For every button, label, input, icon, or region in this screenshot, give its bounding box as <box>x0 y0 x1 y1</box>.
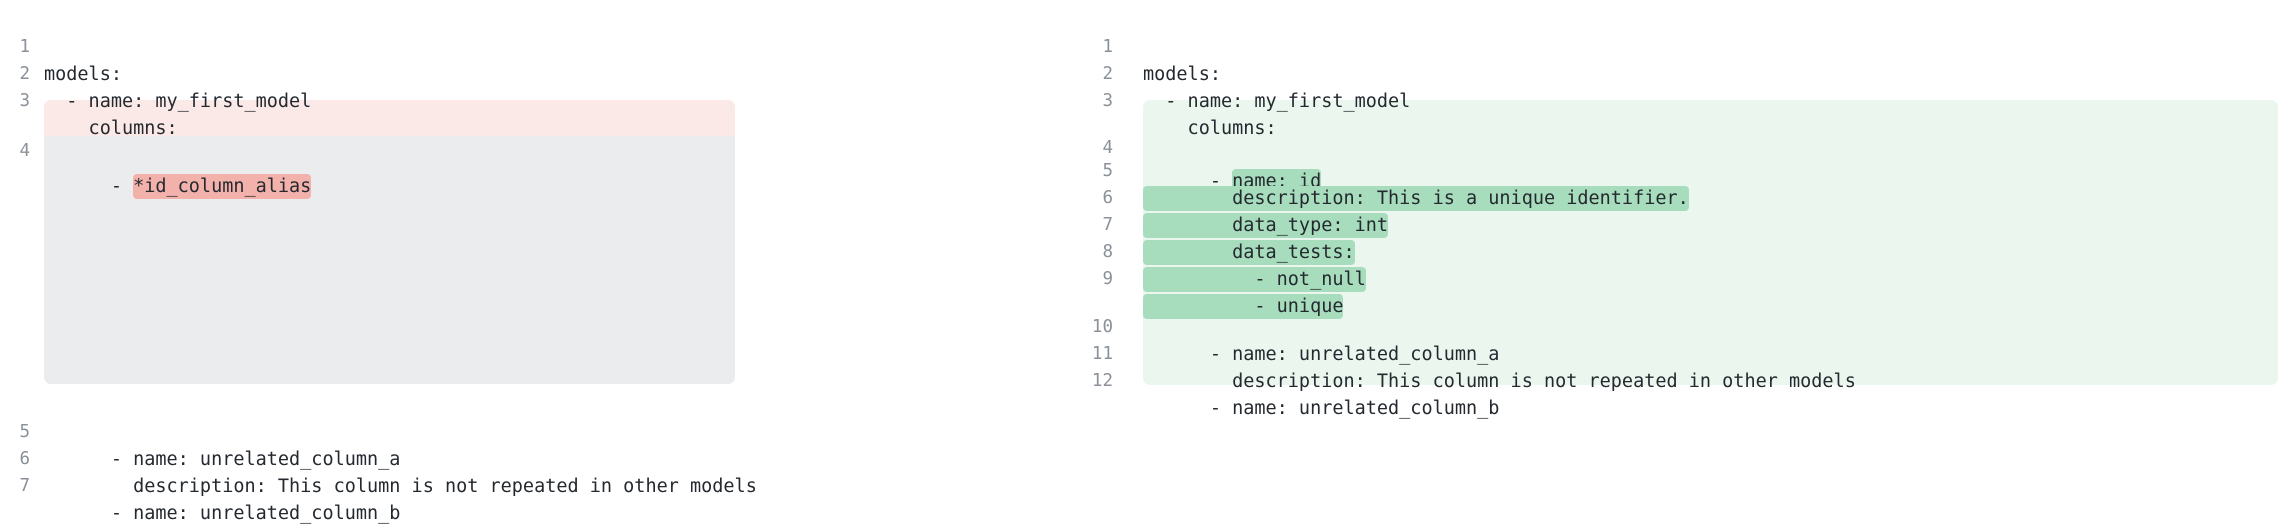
code-line[interactable]: 3 columns: <box>0 61 760 139</box>
line-number: 6 <box>19 449 30 469</box>
line-text: models: <box>1143 64 1221 85</box>
code-line[interactable]: 6 description: This column is not repeat… <box>0 419 760 497</box>
line-number: 5 <box>1102 161 1113 181</box>
code-lines-before: 1 models: 2 - name: my_first_model 3 col… <box>0 0 760 524</box>
line-text: data_type: int <box>1143 212 1389 239</box>
line-text: - name: unrelated_column_b <box>44 503 401 524</box>
line-text: - not_null <box>1143 266 1366 293</box>
line-number: 1 <box>1102 37 1113 57</box>
added-token: data_tests: <box>1143 240 1355 265</box>
line-text: description: This column is not repeated… <box>1143 371 1856 392</box>
line-number: 2 <box>19 64 30 84</box>
line-number: 4 <box>1102 138 1113 158</box>
removed-block-backdrop <box>44 100 735 136</box>
code-line-added[interactable]: 7 data_tests: <box>1075 185 2278 265</box>
code-line-added[interactable]: 6 data_type: int <box>1075 158 2278 238</box>
line-number: 9 <box>1102 269 1113 289</box>
code-line-added[interactable]: 5 description: This is a unique identifi… <box>1075 131 2278 211</box>
code-line[interactable]: 1 models: <box>1075 7 2278 85</box>
line-text: description: This is a unique identifier… <box>1143 185 1689 212</box>
line-indent-prefix: - <box>44 176 134 197</box>
line-text: columns: <box>1143 118 1277 139</box>
code-lines-after: 1 models: 2 - name: my_first_model 3 col… <box>1075 0 2278 419</box>
line-text: - name: unrelated_column_a <box>1143 344 1500 365</box>
code-line-added[interactable]: 9 - unique <box>1075 239 2278 319</box>
removed-token: *id_column_alias <box>133 174 312 199</box>
code-line-added[interactable]: 8 - not_null <box>1075 212 2278 292</box>
line-text: data_tests: <box>1143 239 1355 266</box>
line-number: 3 <box>1102 91 1113 111</box>
line-number: 6 <box>1102 188 1113 208</box>
code-line-removed[interactable]: 4 - *id_column_alias <box>0 97 760 199</box>
added-token: description: This is a unique identifier… <box>1143 186 1689 211</box>
code-line[interactable]: 3 columns: <box>1075 61 2278 139</box>
line-number: 4 <box>19 141 30 161</box>
code-line[interactable]: 2 - name: my_first_model <box>0 34 760 112</box>
line-text: - name: my_first_model <box>1143 91 1411 112</box>
added-token: data_type: int <box>1143 213 1389 238</box>
diff-panel-after: 1 models: 2 - name: my_first_model 3 col… <box>1075 0 2278 528</box>
line-indent-prefix: - <box>1143 171 1233 192</box>
line-number: 1 <box>19 37 30 57</box>
code-line[interactable]: 2 - name: my_first_model <box>1075 34 2278 112</box>
code-line[interactable]: 11 description: This column is not repea… <box>1075 314 2278 392</box>
line-text: columns: <box>44 118 178 139</box>
code-line[interactable]: 1 models: <box>0 7 760 85</box>
line-text: - unique <box>1143 293 1344 320</box>
code-line[interactable]: 5 - name: unrelated_column_a <box>0 392 760 470</box>
line-text: - name: unrelated_column_b <box>1143 398 1500 419</box>
diff-panel-before: 1 models: 2 - name: my_first_model 3 col… <box>0 0 760 528</box>
line-text: - name: my_first_model <box>44 91 312 112</box>
line-number: 2 <box>1102 64 1113 84</box>
line-number: 3 <box>19 91 30 111</box>
code-line[interactable]: 12 - name: unrelated_column_b <box>1075 341 2278 419</box>
line-text: - *id_column_alias <box>44 169 312 205</box>
line-text: - name: unrelated_column_a <box>44 449 401 470</box>
line-number: 12 <box>1091 371 1113 391</box>
code-line[interactable]: 7 - name: unrelated_column_b <box>0 446 760 524</box>
line-number: 11 <box>1091 344 1113 364</box>
added-token: - not_null <box>1143 267 1366 292</box>
added-token: - unique <box>1143 294 1344 319</box>
line-number: 10 <box>1091 317 1113 337</box>
line-number: 7 <box>19 476 30 496</box>
line-number: 5 <box>19 422 30 442</box>
line-text: models: <box>44 64 122 85</box>
line-number: 8 <box>1102 242 1113 262</box>
line-number: 7 <box>1102 215 1113 235</box>
line-text: description: This column is not repeated… <box>44 476 757 497</box>
code-line[interactable]: 10 - name: unrelated_column_a <box>1075 287 2278 365</box>
